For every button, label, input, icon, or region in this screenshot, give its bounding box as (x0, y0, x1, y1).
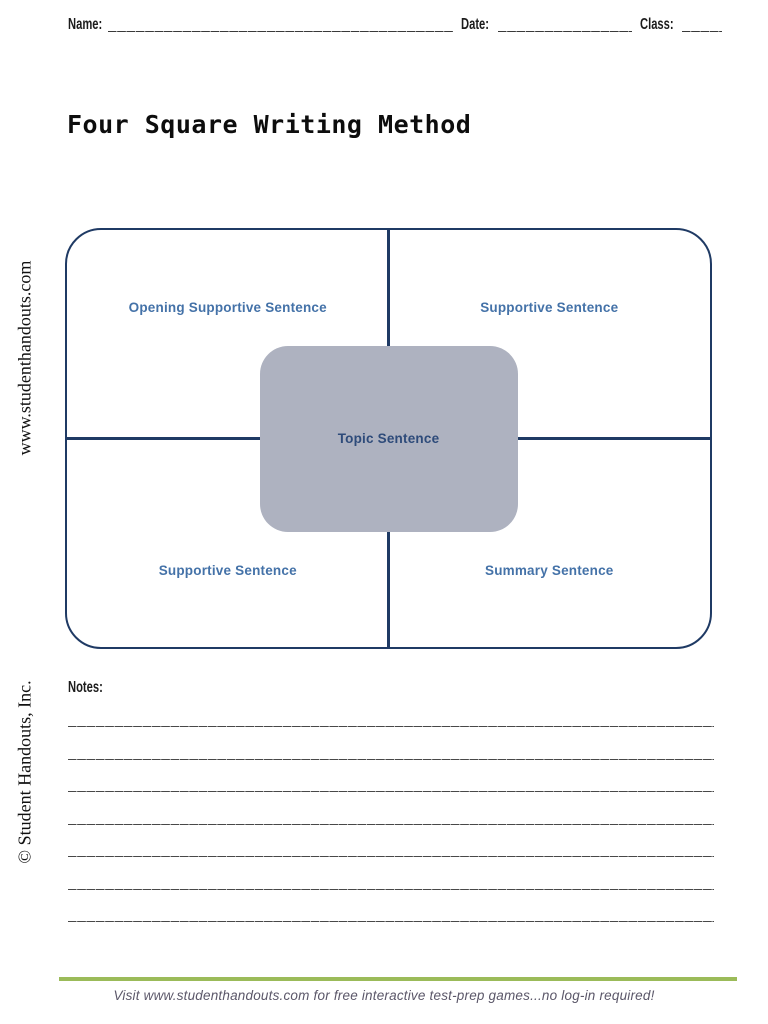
topic-sentence-label: Topic Sentence (337, 431, 440, 446)
date-label: Date: (461, 16, 490, 33)
note-line: ________________________________________… (68, 841, 714, 858)
name-blank-line: ________________________________________… (108, 16, 453, 33)
copyright-vertical-text: © Student Handouts, Inc. (14, 680, 35, 864)
page-title: Four Square Writing Method (67, 110, 472, 139)
notes-label: Notes: (68, 679, 103, 696)
note-line: ________________________________________… (68, 873, 714, 891)
note-line: ________________________________________… (68, 743, 714, 761)
class-label: Class: (640, 16, 674, 33)
class-blank-line: ________ (682, 16, 722, 33)
footer-message: Visit www.studenthandouts.com for free i… (113, 988, 655, 1003)
quadrant-top-left-label: Opening Supportive Sentence (128, 300, 327, 315)
name-label: Name: (68, 16, 103, 33)
quadrant-top-right-label: Supportive Sentence (480, 300, 619, 315)
note-line: ________________________________________… (68, 906, 714, 923)
four-square-diagram: Opening Supportive Sentence Supportive S… (65, 228, 712, 649)
quadrant-bottom-left-label: Supportive Sentence (158, 563, 297, 578)
footer-accent-rule (59, 977, 737, 981)
note-line: ________________________________________… (68, 711, 714, 728)
topic-sentence-box: Topic Sentence (259, 345, 518, 532)
website-vertical-text: www.studenthandouts.com (14, 260, 35, 456)
date-blank-line: ______________________________ (498, 16, 632, 33)
header-row: Name: __________________________________… (68, 16, 722, 34)
note-line: ________________________________________… (68, 808, 714, 826)
quadrant-bottom-right-label: Summary Sentence (484, 563, 614, 578)
note-line: ________________________________________… (68, 776, 714, 793)
notes-section: ________________________________________… (68, 704, 714, 932)
